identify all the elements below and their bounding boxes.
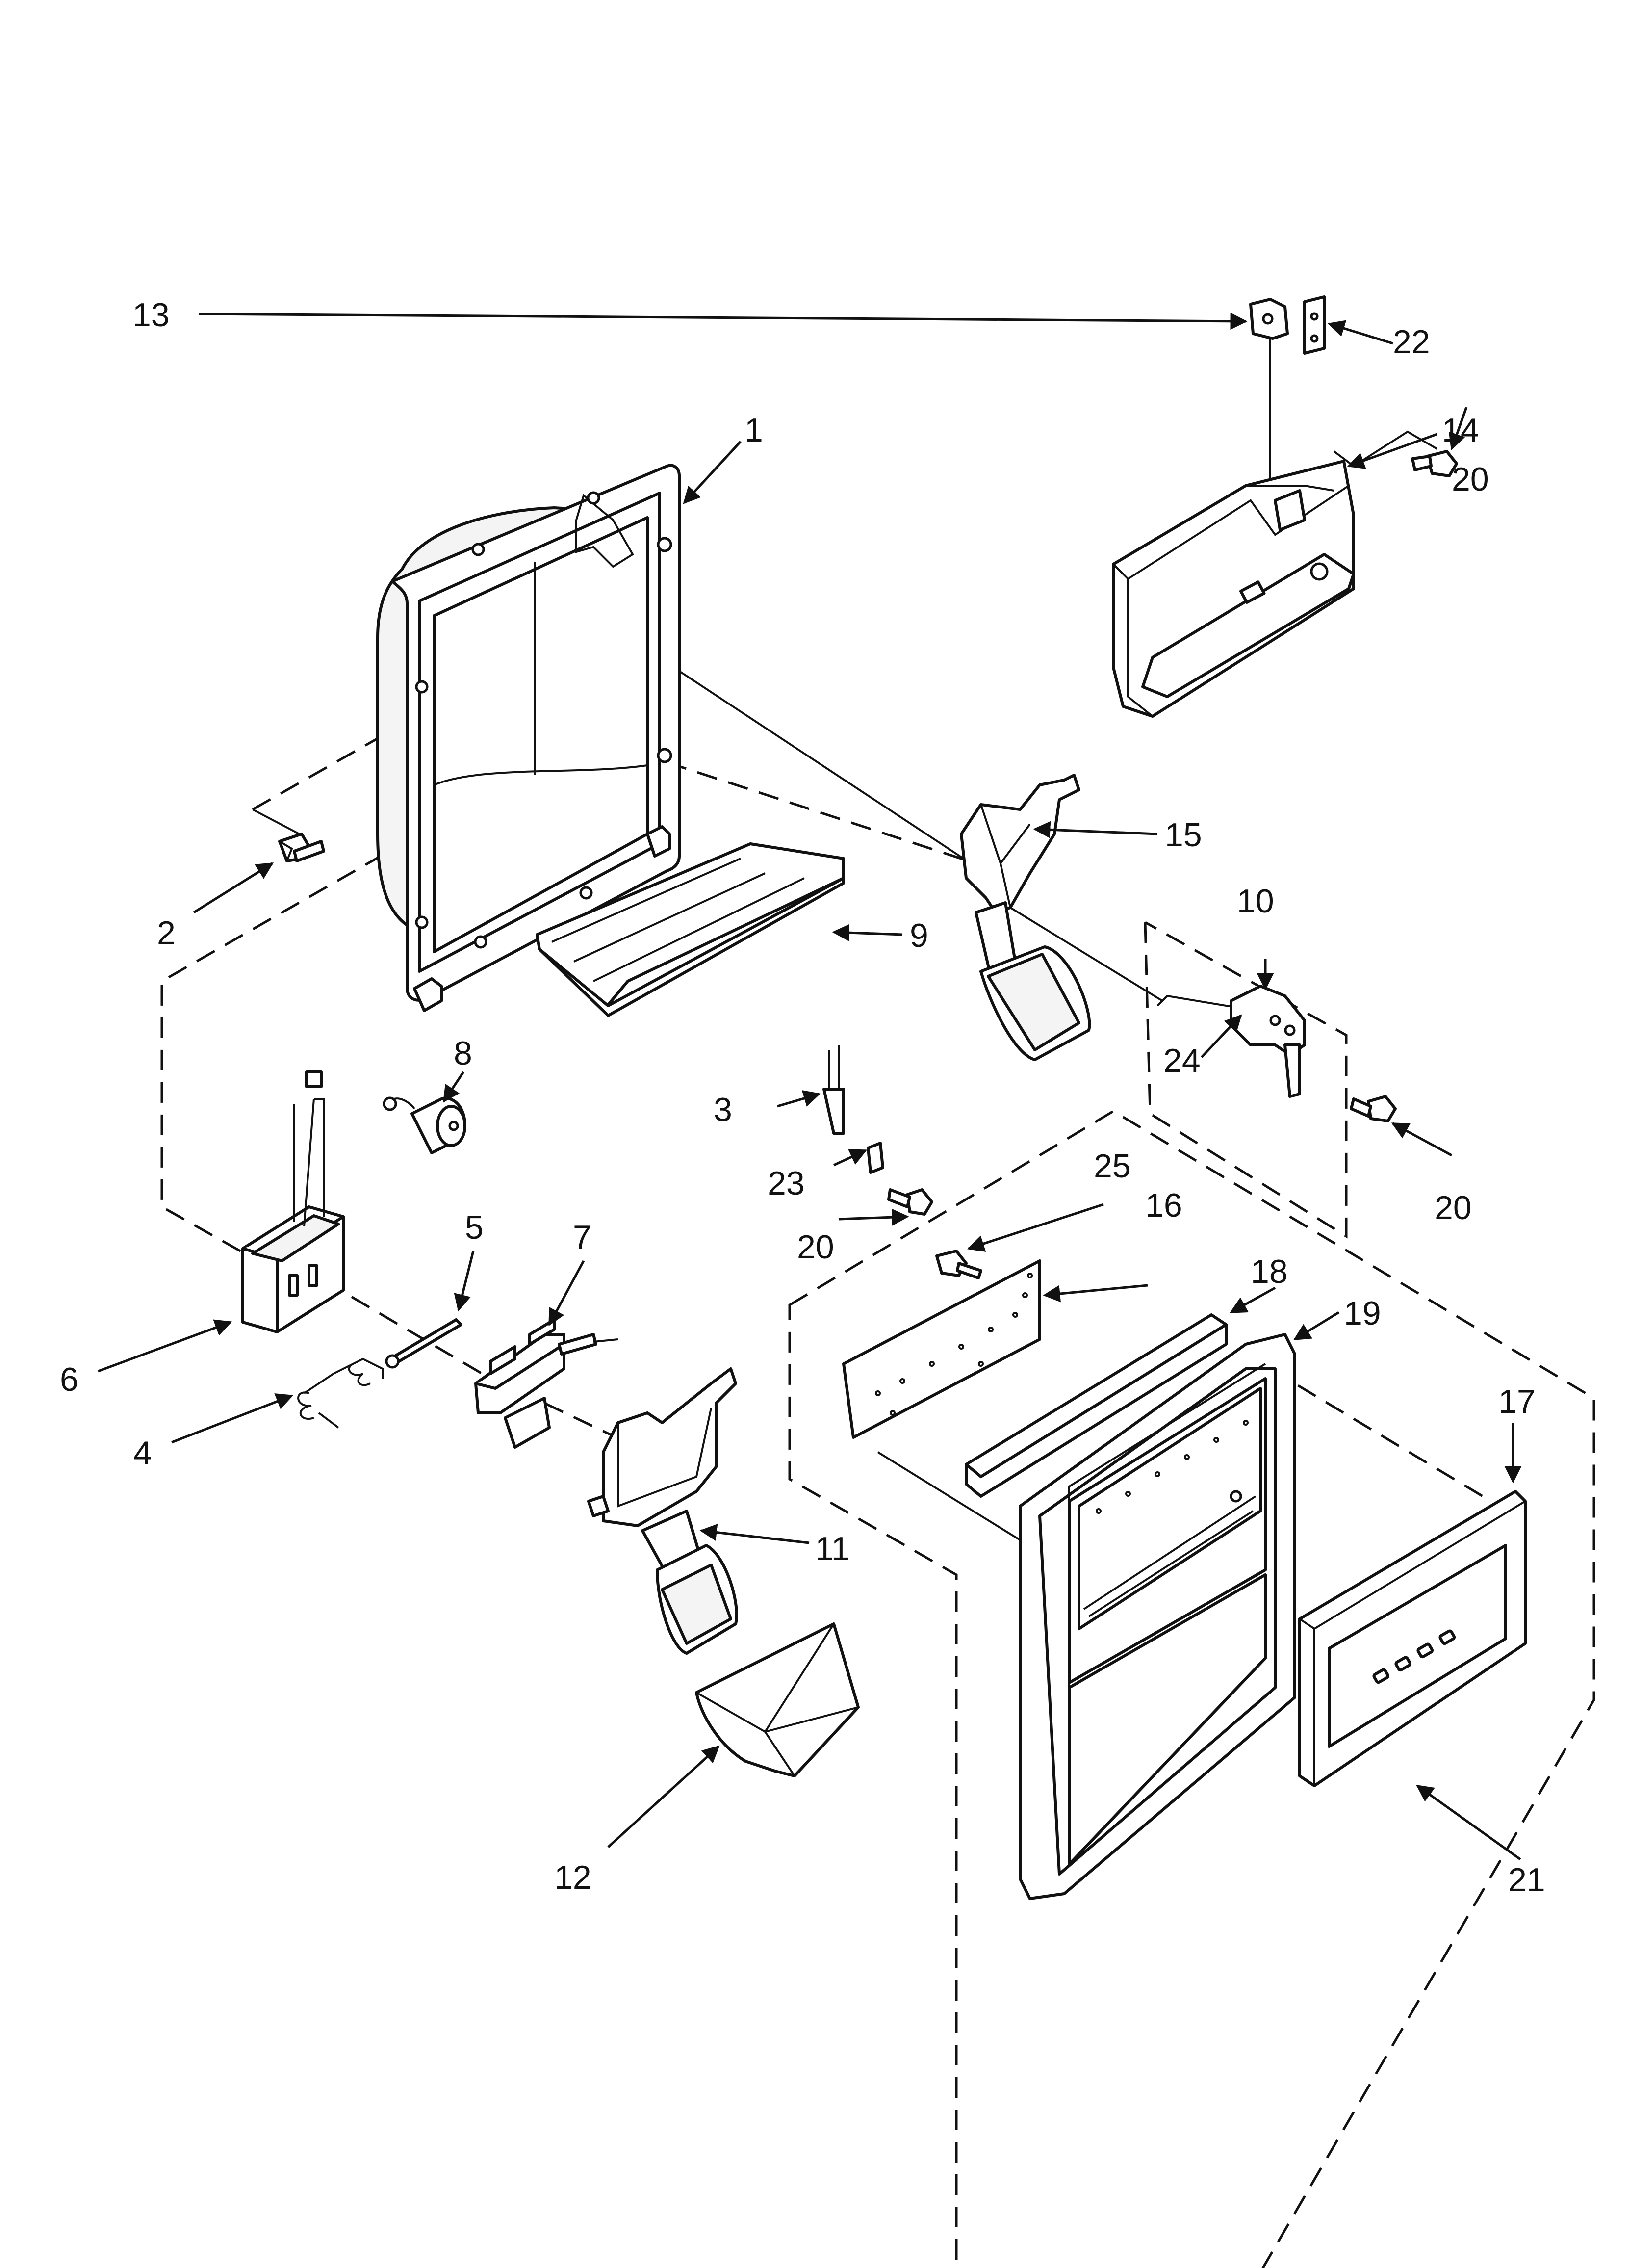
part-23-insulator [867, 1142, 884, 1174]
part-11-ice-paddle [587, 1367, 738, 1655]
callout-22: 22 [1393, 323, 1430, 361]
part-4-spring [297, 1357, 384, 1429]
callout-19: 19 [1344, 1295, 1381, 1332]
part-1-dispenser-housing [376, 464, 681, 1012]
part-16-circuit-board [842, 1259, 1041, 1439]
callout-13: 13 [132, 296, 170, 334]
part-5-pin [385, 1318, 462, 1369]
callout-16: 16 [1145, 1187, 1182, 1224]
callout-11: 11 [815, 1530, 850, 1567]
callout-2: 2 [157, 914, 176, 952]
callout-24: 24 [1163, 1042, 1201, 1079]
callout-20c: 20 [1435, 1189, 1472, 1226]
part-9-drip-tray [536, 842, 845, 1017]
part-7-bracket [474, 1318, 618, 1449]
part-2-screw [278, 833, 325, 862]
callout-12: 12 [554, 1859, 591, 1896]
callout-7: 7 [573, 1219, 591, 1256]
part-25-screw [935, 1250, 982, 1279]
part-8-damper [383, 1096, 466, 1154]
part-10-lever-arm [1156, 985, 1306, 1098]
callout-5: 5 [465, 1209, 484, 1246]
part-13-switch [1249, 298, 1289, 340]
callout-10: 10 [1237, 883, 1274, 920]
callout-6: 6 [60, 1361, 78, 1398]
callout-25: 25 [1094, 1147, 1131, 1185]
part-20-screw-right [1350, 1095, 1397, 1122]
callout-23: 23 [768, 1165, 805, 1202]
callout-18: 18 [1251, 1253, 1288, 1290]
callout-17: 17 [1498, 1383, 1536, 1420]
part-19-dispenser-trim [1019, 1333, 1296, 1900]
callout-8: 8 [454, 1035, 472, 1072]
callout-4: 4 [133, 1434, 152, 1472]
callout-20b: 20 [797, 1228, 834, 1266]
part-20-screw-top [1411, 450, 1458, 477]
callout-9: 9 [910, 917, 928, 954]
callout-15: 15 [1165, 816, 1202, 854]
part-22-insulator [1303, 295, 1326, 355]
part-12-chute-cup [695, 1622, 860, 1777]
part-15-water-lever [960, 774, 1091, 1061]
part-14-bracket [1112, 460, 1355, 718]
callout-labels: 1 2 3 4 5 6 7 8 9 10 11 12 13 14 15 16 1… [60, 296, 1545, 1899]
callout-21: 21 [1508, 1861, 1545, 1899]
part-17-control-panel [1298, 1490, 1527, 1787]
part-3-actuator-clip [822, 1045, 845, 1135]
callout-20a: 20 [1452, 461, 1489, 498]
part-18-gasket-strip [965, 1313, 1228, 1498]
part-20-screw-middle [887, 1188, 933, 1216]
callout-14: 14 [1442, 412, 1479, 449]
callout-3: 3 [714, 1091, 732, 1128]
leader-arrows [98, 313, 1522, 1861]
part-6-switch-housing [241, 1070, 345, 1333]
callout-1: 1 [744, 412, 763, 449]
